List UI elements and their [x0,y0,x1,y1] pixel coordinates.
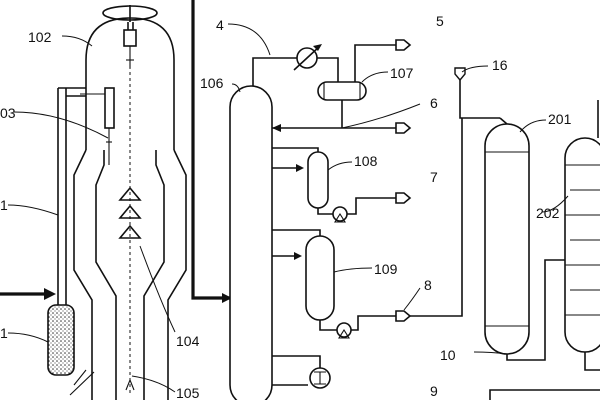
label-202: 202 [536,205,560,221]
outlet-arrow-6 [395,122,412,134]
label-1-lower: 1 [0,325,8,341]
downstream-section [410,67,600,400]
reactor-to-column-line [191,0,230,300]
label-5: 5 [436,13,444,29]
bottom-unit [489,389,600,400]
label-106: 106 [200,75,224,91]
label-4: 4 [216,17,224,33]
callout-labels: 102 03 1 1 104 105 4 106 5 107 6 108 7 1… [0,13,572,400]
column-106 [229,85,273,400]
label-8: 8 [424,277,432,293]
label-105: 105 [176,385,200,400]
instrument-103 [104,87,115,129]
label-10: 10 [440,347,456,363]
label-7: 7 [430,169,438,185]
label-9: 9 [430,383,438,399]
reactor-assembly [0,5,187,400]
outlet-arrow-7 [395,192,412,204]
reactor-internal-104a [118,186,142,201]
leader-lines [7,23,569,393]
label-6: 6 [430,95,438,111]
drum-107 [317,81,367,101]
label-1-upper: 1 [0,197,8,213]
outlet-arrow-5 [395,39,412,51]
label-102: 102 [28,29,52,45]
label-109: 109 [374,261,398,277]
column-202 [564,137,600,353]
drum-108 [307,151,329,209]
regenerator-vessel [47,304,75,376]
label-104: 104 [176,333,200,349]
fractionation-section [229,39,412,400]
label-108: 108 [354,153,378,169]
label-103: 03 [0,105,16,121]
reactor-internal-104b [118,204,142,219]
drum-109 [305,235,335,321]
vessel-201 [484,123,530,355]
outlet-arrow-8 [395,310,412,322]
label-201: 201 [548,111,572,127]
label-107: 107 [390,65,414,81]
label-16: 16 [492,57,508,73]
reactor-internal-104c [118,224,142,239]
